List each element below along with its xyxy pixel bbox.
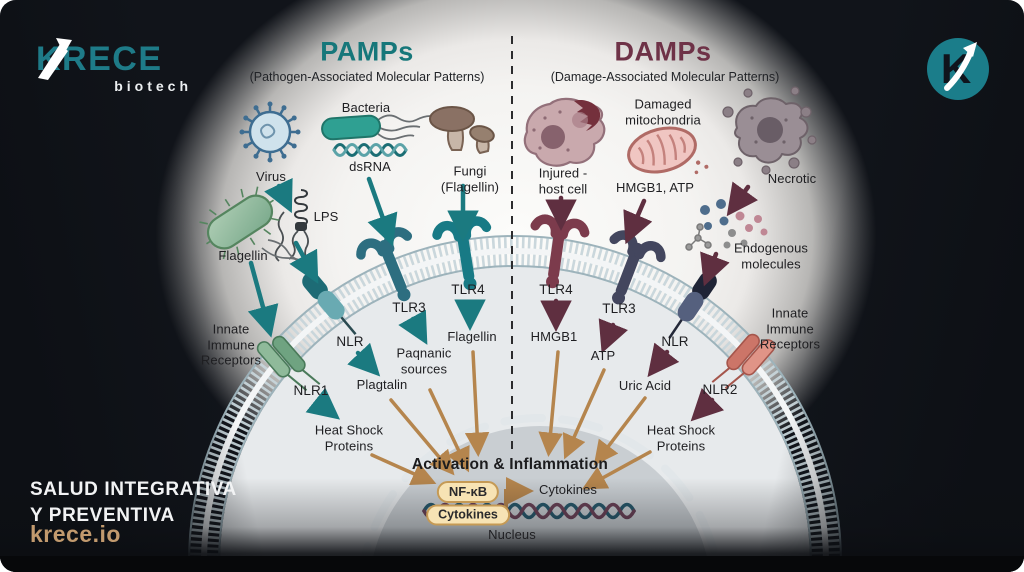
footer-tagline: SALUD INTEGRATIVA Y PREVENTIVA <box>30 479 237 526</box>
label-tlr3-right: TLR3 <box>602 300 636 316</box>
label-flagellin-left: Flagellin <box>218 248 268 264</box>
label-paqnanic-sources: Paqnanic sources <box>396 345 452 376</box>
label-endogenous-molecules: Endogenous molecules <box>733 240 809 271</box>
footer-site-link: krece.io <box>30 521 121 547</box>
cytokines-pill: Cytokines <box>426 504 510 526</box>
label-heat-shock-left: Heat Shock Proteins <box>314 422 384 453</box>
label-cytokines-output: Cytokines <box>539 482 597 498</box>
nfkb-pill: NF-κB <box>436 481 500 503</box>
necrotic-cell-icon <box>722 86 817 175</box>
label-heat-shock-right: Heat Shock Proteins <box>646 422 716 453</box>
dsrna-helix-icon <box>332 143 408 157</box>
label-hmgb1: HMGB1 <box>530 329 578 345</box>
mushroom-icon <box>429 106 495 155</box>
label-lps: LPS <box>313 209 339 225</box>
bottom-bar <box>0 556 1024 572</box>
label-injured-host-cell: Injured - host cell <box>538 165 588 196</box>
label-necrotic: Necrotic <box>767 171 817 187</box>
label-nlr-left: NLR <box>336 333 364 349</box>
label-damaged-mitochondria: Damaged mitochondria <box>625 96 701 127</box>
label-hmgb1-atp: HMGB1, ATP <box>615 180 695 196</box>
damps-subtitle: (Damage-Associated Molecular Patterns) <box>550 70 780 84</box>
label-tlr3-left: TLR3 <box>392 299 426 315</box>
label-nlr-right: NLR <box>661 333 689 349</box>
damps-title: DAMPs <box>614 36 712 67</box>
krece-badge-icon: K <box>927 38 989 100</box>
svg-text:K: K <box>941 45 971 92</box>
label-tlr4-left: TLR4 <box>451 281 485 297</box>
activation-inflammation-heading: Activation & Inflammation <box>411 456 609 473</box>
label-innate-receptors-left: Innate Immune Receptors <box>200 321 262 368</box>
label-nlr1: NLR1 <box>293 382 329 398</box>
label-atp: ATP <box>590 348 616 364</box>
label-innate-receptors-right: Innate Immune Receptors <box>759 305 821 352</box>
label-uric-acid: Uric Acid <box>618 378 672 394</box>
lps-molecule-icon <box>274 189 311 263</box>
label-nlr2: NLR2 <box>702 381 738 397</box>
virus-icon <box>239 101 301 163</box>
growth-arrow-icon <box>38 38 72 80</box>
label-bacteria: Bacteria <box>341 100 391 116</box>
injured-cell-icon <box>523 97 606 167</box>
label-nucleus: Nucleus <box>488 527 536 543</box>
krece-logo: KRECE biotech <box>36 38 196 98</box>
bacteria-icon <box>321 114 431 141</box>
pamps-title: PAMPs <box>320 36 414 67</box>
label-plagtalin: Plagtalin <box>356 377 408 393</box>
label-flagellin-mid: Flagellin <box>447 329 497 345</box>
label-virus: Virus <box>256 169 286 185</box>
pamps-subtitle: (Pathogen-Associated Molecular Patterns) <box>249 70 485 84</box>
brand-subtitle: biotech <box>114 78 192 94</box>
damaged-mitochondria-icon <box>627 126 709 175</box>
label-fungi: Fungi (Flagellin) <box>440 163 500 194</box>
label-tlr4-right: TLR4 <box>539 281 573 297</box>
label-dsrna: dsRNA <box>349 159 391 175</box>
